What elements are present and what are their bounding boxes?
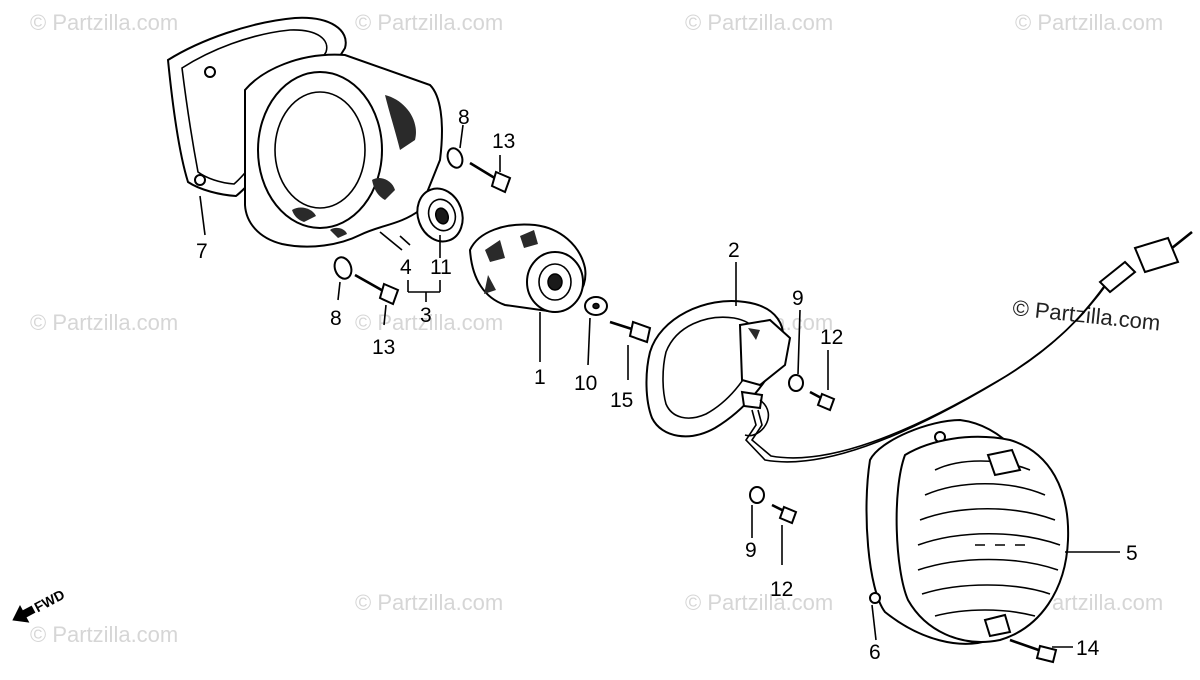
callout-12: 12	[820, 326, 843, 349]
callout-8: 8	[458, 106, 470, 129]
part-4-cover-housing	[244, 53, 443, 248]
callout-15: 15	[610, 389, 633, 412]
callout-10: 10	[574, 372, 597, 395]
callout-13: 13	[492, 130, 515, 153]
callout-numbers: 1 2 3 4 5 6 7 8 8 9 9 10 11 12 12 13 13 …	[196, 106, 1138, 664]
callout-7: 7	[196, 240, 208, 263]
part-8-13-lower-fasteners	[333, 256, 400, 326]
callout-3: 3	[420, 304, 432, 327]
watermark: © Partzilla.com	[355, 10, 503, 35]
part-14-bolt	[1009, 638, 1073, 664]
callout-13: 13	[372, 336, 395, 359]
callout-3-bracket	[407, 280, 441, 302]
part-2-pulser-plate	[645, 230, 1193, 463]
watermark: © Partzilla.com	[30, 622, 178, 647]
leader-line-4	[379, 231, 403, 251]
watermark: © Partzilla.com	[685, 10, 833, 35]
callout-4: 4	[400, 256, 412, 279]
watermark: © Partzilla.com	[1015, 10, 1163, 35]
callout-6: 6	[869, 641, 881, 664]
callout-12: 12	[770, 578, 793, 601]
callout-2: 2	[728, 239, 740, 262]
callout-11: 11	[430, 256, 452, 279]
callout-9: 9	[792, 287, 804, 310]
watermark: © Partzilla.com	[355, 590, 503, 615]
part-10-washer	[584, 296, 608, 366]
part-11-oil-seal	[416, 187, 464, 258]
part-15-bolt	[609, 320, 652, 380]
part-1-breaker-assembly	[468, 223, 587, 362]
watermark: © Partzilla.com	[30, 10, 178, 35]
fwd-label: FWD	[32, 586, 68, 615]
watermark-layer: © Partzilla.com © Partzilla.com © Partzi…	[30, 10, 1163, 647]
callout-14: 14	[1076, 637, 1100, 660]
part-9-12-upper-fasteners	[788, 309, 836, 412]
watermark: © Partzilla.com	[30, 310, 178, 335]
watermark: © Partzilla.com	[685, 590, 833, 615]
callout-8: 8	[330, 307, 342, 330]
part-8-13-upper-fasteners	[446, 124, 512, 194]
watermark-strong: © Partzilla.com	[1011, 295, 1161, 335]
part-9-12-lower-fasteners	[749, 486, 798, 565]
watermark: © Partzilla.com	[355, 310, 503, 335]
callout-5: 5	[1126, 542, 1138, 565]
part-5-ribbed-cover	[895, 435, 1120, 643]
callout-1: 1	[534, 366, 546, 389]
callout-9: 9	[745, 539, 757, 562]
